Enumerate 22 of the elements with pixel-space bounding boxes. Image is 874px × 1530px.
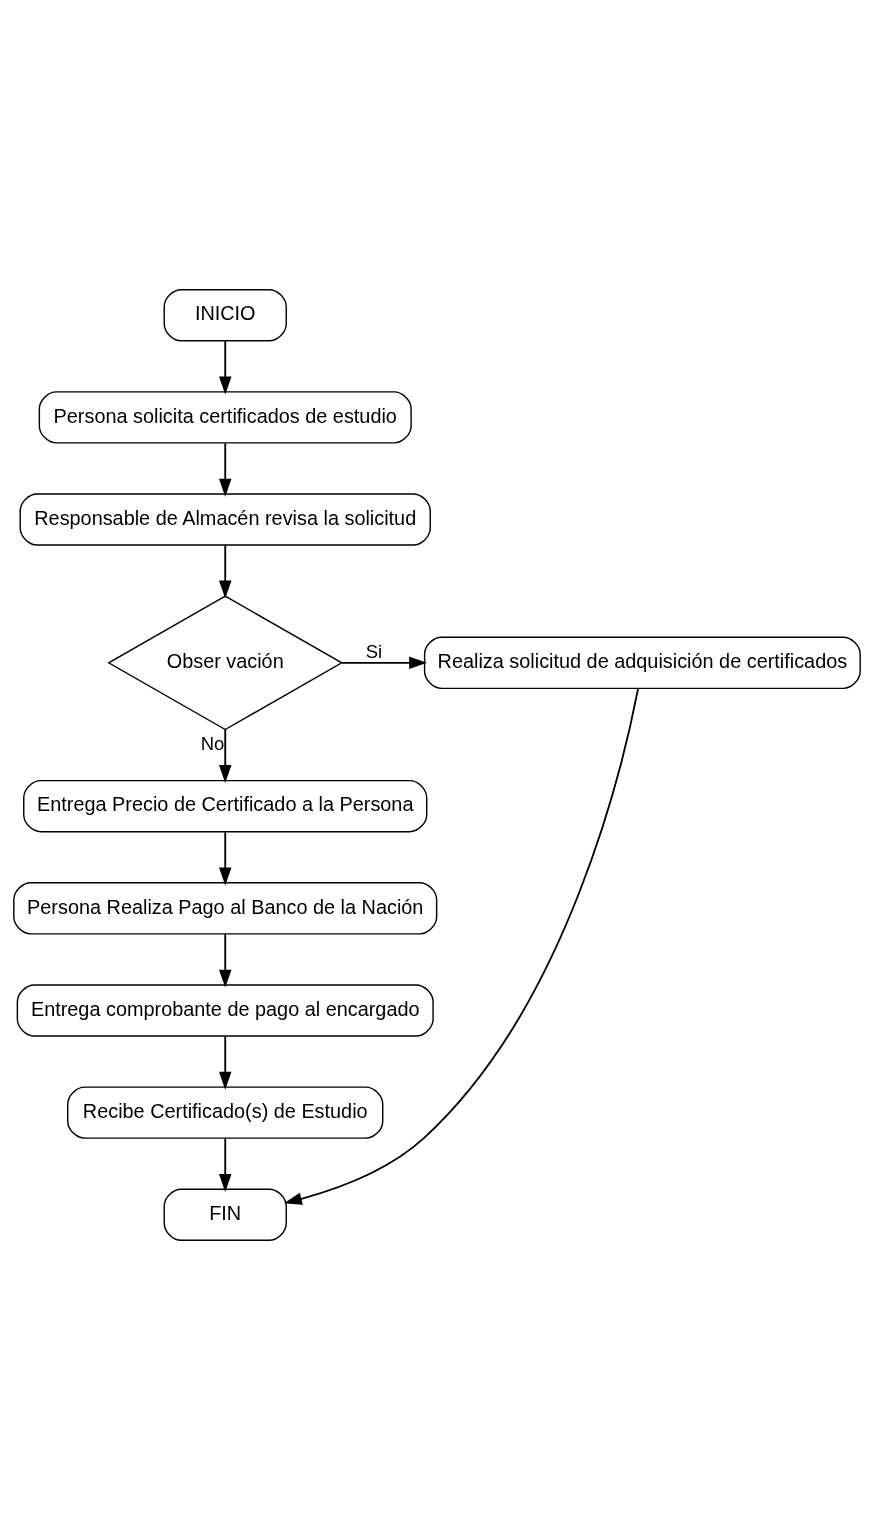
node-box: Responsable de Almacén revisa la solicitud — [19, 493, 431, 546]
node-box: Persona solicita certificados de estudio — [38, 391, 412, 444]
arrow — [218, 933, 232, 988]
edge-label: No — [200, 732, 225, 754]
node-box: Entrega Precio de Certificado a la Persona — [23, 779, 428, 833]
node-box: Persona Realiza Pago al Banco de la Nación — [13, 882, 438, 935]
node-box: INICIO — [163, 288, 287, 342]
arrow — [218, 544, 232, 599]
node-box: Recibe Certificado(s) de Estudio — [67, 1086, 384, 1139]
arrow — [283, 687, 639, 1205]
arrow — [218, 1137, 232, 1192]
arrow — [218, 728, 232, 783]
node-box: Entrega comprobante de pago al encargado — [16, 984, 434, 1037]
arrow — [218, 831, 232, 886]
arrow — [218, 442, 232, 497]
arrow — [218, 1035, 232, 1090]
node-box: Realiza solicitud de adquisición de certificados — [423, 636, 861, 690]
arrow — [218, 340, 232, 395]
arrow — [341, 656, 428, 670]
node-box: FIN — [163, 1188, 287, 1242]
edge-label: Si — [365, 640, 383, 662]
node-diamond: Obser vación — [107, 595, 344, 731]
